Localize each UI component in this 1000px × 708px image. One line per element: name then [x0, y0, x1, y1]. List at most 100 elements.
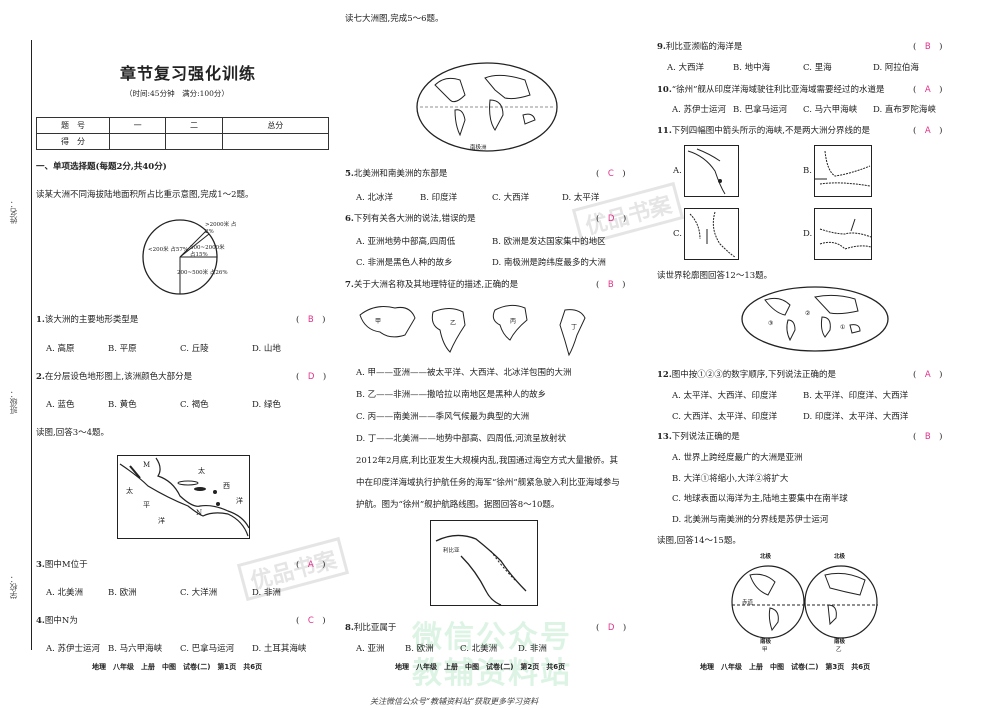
option[interactable]: D. 绿色 [252, 400, 281, 410]
question-text: 图中N为 [44, 616, 78, 626]
option[interactable]: B. 欧洲是发达国家集中的地区 [492, 237, 606, 247]
option[interactable]: C. 非洲是黑色人种的故乡 [356, 258, 453, 268]
option[interactable]: C. 大西洋、太平洋、印度洋 [672, 412, 778, 422]
answer-blank[interactable]: ( A ) [913, 85, 943, 95]
option[interactable]: B. 印度洋 [420, 193, 458, 203]
option[interactable]: A. 太平洋、大西洋、印度洋 [672, 391, 778, 401]
score-input[interactable] [108, 133, 167, 150]
answer-blank[interactable]: ( A ) [913, 370, 943, 380]
answer-blank[interactable]: ( B ) [296, 315, 326, 325]
option[interactable]: D. 土耳其海峡 [252, 644, 307, 654]
map-option-label[interactable]: C. [673, 229, 682, 239]
option[interactable]: B. 欧洲 [405, 644, 434, 654]
option[interactable]: B. 大洋①将缩小,大洋②将扩大 [672, 474, 789, 484]
answer: B [924, 42, 931, 52]
question-number: 2. [36, 372, 45, 382]
option[interactable]: C. 北美洲 [460, 644, 498, 654]
option[interactable]: C. 褐色 [180, 400, 209, 410]
map-label: 北极 [834, 554, 846, 560]
map-label: 甲 [762, 647, 768, 653]
page-subtitle: （时间:45分钟 满分:100分） [125, 89, 229, 98]
option[interactable]: D. 非洲 [252, 588, 281, 598]
question-number: 11. [657, 126, 672, 136]
option[interactable]: A. 苏伊士运河 [46, 644, 101, 654]
continent-shapes [359, 304, 586, 357]
option[interactable]: D. 阿拉伯海 [873, 63, 919, 73]
answer-blank[interactable]: ( A ) [296, 560, 326, 570]
ocean-marker: ① [840, 324, 845, 331]
answer-blank[interactable]: ( B ) [913, 432, 943, 442]
map-option-label[interactable]: B. [803, 166, 812, 176]
option[interactable]: C. 大西洋 [492, 193, 530, 203]
answer-blank[interactable]: ( B ) [913, 42, 943, 52]
pie-slice-boundary [179, 233, 210, 258]
option[interactable]: A. 世界上跨经度最广的大洲是亚洲 [672, 453, 803, 463]
option[interactable]: D. 非洲 [518, 644, 547, 654]
option[interactable]: C. 巴拿马运河 [180, 644, 235, 654]
answer-blank[interactable]: ( B ) [596, 280, 626, 290]
answer-blank[interactable]: ( A ) [913, 126, 943, 136]
option[interactable]: C. 地球表面以海洋为主,陆地主要集中在南半球 [672, 494, 848, 504]
map-option-label[interactable]: A. [673, 166, 682, 176]
passage-line: 2012年2月底,利比亚发生大规模内乱,我国通过海空方式大量撤侨。其 [356, 456, 618, 466]
binding-line [31, 40, 32, 650]
option[interactable]: A. 高原 [46, 344, 75, 354]
pie-label: 200~500米 占26% [177, 270, 228, 276]
answer-blank[interactable]: ( D ) [596, 623, 627, 633]
option[interactable]: D. 南极洲是跨纬度最多的大洲 [492, 258, 606, 268]
option[interactable]: B. 马六甲海峡 [108, 644, 163, 654]
option[interactable]: A. 蓝色 [46, 400, 75, 410]
map-label: 西 [223, 482, 230, 490]
cell: 得 分 [36, 133, 110, 150]
answer-blank[interactable]: ( C ) [596, 169, 626, 179]
answer: B [607, 280, 614, 290]
question-text: 北美洲和南美洲的东部是 [353, 169, 448, 179]
option[interactable]: D. 丁——北美洲——地势中部高、四周低,河流呈放射状 [356, 434, 567, 444]
option[interactable]: B. 欧洲 [108, 588, 137, 598]
option[interactable]: D. 太平洋 [562, 193, 600, 203]
question-number: 10. [657, 85, 672, 95]
answer-blank[interactable]: ( D ) [296, 372, 327, 382]
route-shape [435, 534, 527, 605]
option[interactable]: B. 地中海 [733, 63, 771, 73]
cell: 二 [165, 117, 223, 134]
option[interactable]: A. 北美洲 [46, 588, 84, 598]
option[interactable]: D. 北美洲与南美洲的分界线是苏伊士运河 [672, 515, 829, 525]
answer-blank[interactable]: ( C ) [296, 616, 326, 626]
option[interactable]: C. 大洋洲 [180, 588, 218, 598]
option[interactable]: C. 丘陵 [180, 344, 209, 354]
option[interactable]: B. 太平洋、印度洋、大西洋 [803, 391, 909, 401]
option[interactable]: A. 亚洲地势中部高,四周低 [356, 237, 456, 247]
strait-map-c[interactable] [684, 208, 739, 260]
strait-map-b[interactable] [814, 145, 872, 197]
option[interactable]: B. 黄色 [108, 400, 137, 410]
option[interactable]: C. 里海 [803, 63, 832, 73]
option[interactable]: A. 甲——亚洲——被太平洋、大西洋、北冰洋包围的大洲 [356, 368, 572, 378]
score-input[interactable] [165, 133, 223, 150]
option[interactable]: D. 印度洋、太平洋、大西洋 [803, 412, 909, 422]
option[interactable]: C. 丙——南美洲——季风气候最为典型的大洲 [356, 412, 530, 422]
option[interactable]: B. 巴拿马运河 [733, 105, 788, 115]
map-option-label[interactable]: D. [803, 229, 813, 239]
option[interactable]: D. 山地 [252, 344, 281, 354]
map-label: 乙 [836, 647, 842, 653]
map-label: 南极洲 [470, 145, 487, 151]
option[interactable]: A. 北冰洋 [356, 193, 394, 203]
question-number: 8. [345, 623, 354, 633]
score-input[interactable] [221, 133, 330, 150]
strait-map-d[interactable] [814, 208, 872, 260]
option[interactable]: D. 直布罗陀海峡 [873, 105, 936, 115]
option[interactable]: B. 平原 [108, 344, 137, 354]
strait-map-a[interactable] [684, 145, 739, 197]
option[interactable]: A. 大西洋 [667, 63, 705, 73]
option[interactable]: B. 乙——非洲——撒哈拉以南地区是黑种人的故乡 [356, 390, 547, 400]
answer: A [924, 370, 931, 380]
answer-blank[interactable]: ( D ) [596, 214, 627, 224]
question-number: 5. [345, 169, 354, 179]
option[interactable]: A. 亚洲 [356, 644, 385, 654]
option[interactable]: C. 马六甲海峡 [803, 105, 858, 115]
question-number: 3. [36, 560, 45, 570]
map-label-n: N [196, 509, 203, 517]
question-number: 7. [345, 280, 354, 290]
option[interactable]: A. 苏伊士运河 [672, 105, 727, 115]
